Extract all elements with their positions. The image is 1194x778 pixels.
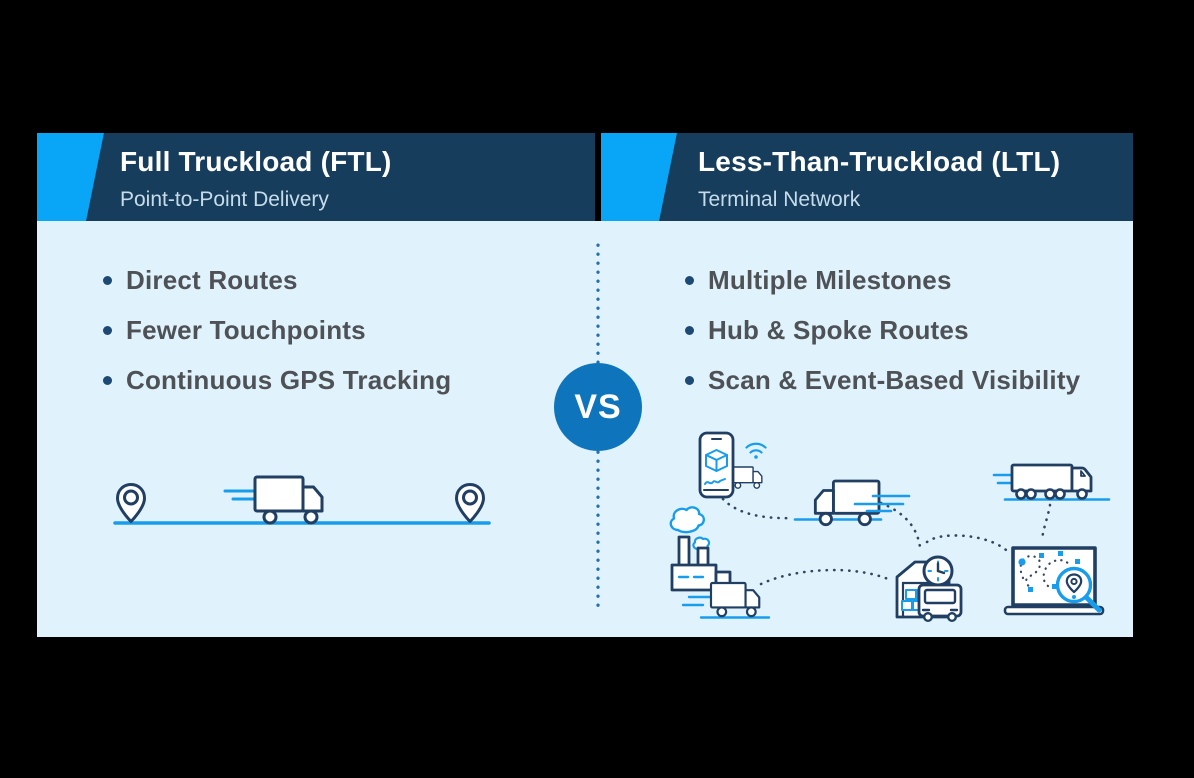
- ltl-header: Less-Than-Truckload (LTL) Terminal Netwo…: [601, 133, 1133, 221]
- bullet-text: Fewer Touchpoints: [126, 314, 366, 345]
- bullet-text: Continuous GPS Tracking: [126, 364, 452, 395]
- list-item: Continuous GPS Tracking: [37, 355, 451, 405]
- smoke-cloud: [669, 506, 706, 534]
- clock-icon: [922, 555, 954, 587]
- location-pin-icon: [116, 483, 146, 523]
- map-route-path: [1019, 554, 1072, 590]
- list-item: Hub & Spoke Routes: [619, 305, 1080, 355]
- bullet-dot: [103, 375, 112, 385]
- truck-front-icon: [917, 583, 963, 622]
- ltl-bullet-list: Multiple Milestones Hub & Spoke Routes S…: [619, 255, 1080, 405]
- terminal-clock-truck-icon: [895, 555, 963, 622]
- bullet-dot: [685, 375, 694, 385]
- ltl-network-illustration: [669, 431, 1111, 622]
- ftl-subtitle: Point-to-Point Delivery: [120, 188, 329, 211]
- laptop-route-map-icon: [1003, 546, 1105, 616]
- ltl-title: Less-Than-Truckload (LTL): [698, 146, 1061, 177]
- box-truck-icon: [793, 479, 911, 527]
- ftl-route-illustration: [113, 475, 491, 525]
- header-row: Full Truckload (FTL) Point-to-Point Deli…: [37, 133, 1133, 221]
- bullet-dot: [103, 275, 112, 285]
- ftl-header: Full Truckload (FTL) Point-to-Point Deli…: [37, 133, 595, 221]
- ltl-header-text: Less-Than-Truckload (LTL) Terminal Netwo…: [698, 144, 1060, 213]
- list-item: Scan & Event-Based Visibility: [619, 355, 1080, 405]
- box-truck-icon: [223, 475, 324, 525]
- bullet-dot: [103, 325, 112, 335]
- list-item: Multiple Milestones: [619, 255, 1080, 305]
- signature-squiggle: [704, 478, 726, 485]
- comparison-body: VS Direct Routes Fewer Touchpoints Conti…: [37, 221, 1133, 637]
- bullet-dot: [685, 325, 694, 335]
- package-icon: [705, 449, 728, 472]
- wifi-signal-icon: [745, 442, 767, 459]
- factory-icon: [669, 506, 732, 592]
- ftl-header-text: Full Truckload (FTL) Point-to-Point Deli…: [120, 144, 392, 213]
- bullet-text: Multiple Milestones: [708, 264, 952, 295]
- location-pin-icon: [455, 483, 485, 523]
- bullet-dot: [685, 275, 694, 285]
- vs-badge: VS: [554, 363, 642, 451]
- ltl-subtitle: Terminal Network: [698, 188, 861, 211]
- list-item: Fewer Touchpoints: [37, 305, 451, 355]
- ftl-title: Full Truckload (FTL): [120, 146, 392, 177]
- ltl-header-accent-shape: [601, 133, 679, 221]
- ftl-bullet-list: Direct Routes Fewer Touchpoints Continuo…: [37, 255, 451, 405]
- delivery-truck-icon: [681, 581, 771, 619]
- phone-package-tracking-icon: [698, 431, 767, 499]
- dotted-connector-paths: [721, 497, 1052, 586]
- semi-truck-icon: [992, 463, 1111, 501]
- ftl-header-accent-shape: [37, 133, 106, 221]
- list-item: Direct Routes: [37, 255, 451, 305]
- bullet-text: Scan & Event-Based Visibility: [708, 364, 1081, 395]
- bullet-text: Hub & Spoke Routes: [708, 314, 969, 345]
- magnifier-pin-icon: [1055, 566, 1102, 613]
- bullet-text: Direct Routes: [126, 264, 298, 295]
- wifi-truck-icon: [730, 466, 763, 489]
- ftl-vs-ltl-comparison-card: Full Truckload (FTL) Point-to-Point Deli…: [37, 133, 1133, 637]
